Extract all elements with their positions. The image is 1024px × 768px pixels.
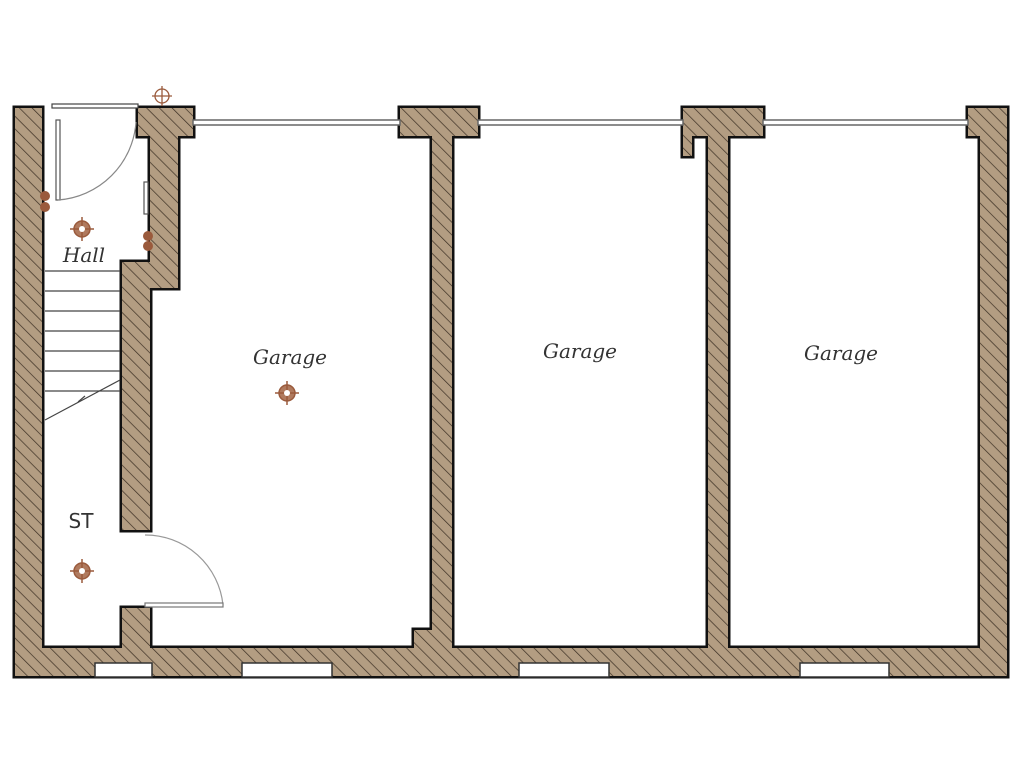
wall-segment <box>683 108 692 156</box>
wall-segment <box>708 108 728 648</box>
light-fixture-icon <box>275 381 299 405</box>
light-fixture-icon <box>152 86 172 106</box>
room-label-garage-1: Garage <box>253 345 327 369</box>
wall-segment <box>150 108 178 262</box>
wall-segment <box>15 108 42 676</box>
room-label-garage-2: Garage <box>543 339 617 363</box>
room-label-garage-3: Garage <box>804 341 878 365</box>
wall-segment <box>432 108 452 648</box>
window-icon <box>94 662 890 678</box>
light-fixture-icon <box>70 217 94 241</box>
wall-segment <box>122 608 150 648</box>
room-label-hall: Hall <box>62 243 105 267</box>
light-fixture-icon <box>70 559 94 583</box>
wall-segment <box>414 630 452 648</box>
garage-door-icon <box>192 119 969 126</box>
wall-segment <box>122 262 150 530</box>
room-label-storage: ST <box>69 509 95 533</box>
door-swing-icon <box>51 103 149 215</box>
wall-segment <box>980 108 1007 676</box>
stair-icon <box>44 270 121 421</box>
walls <box>12 105 1010 679</box>
door-swing-icon <box>144 534 224 608</box>
socket-icon <box>40 191 153 251</box>
